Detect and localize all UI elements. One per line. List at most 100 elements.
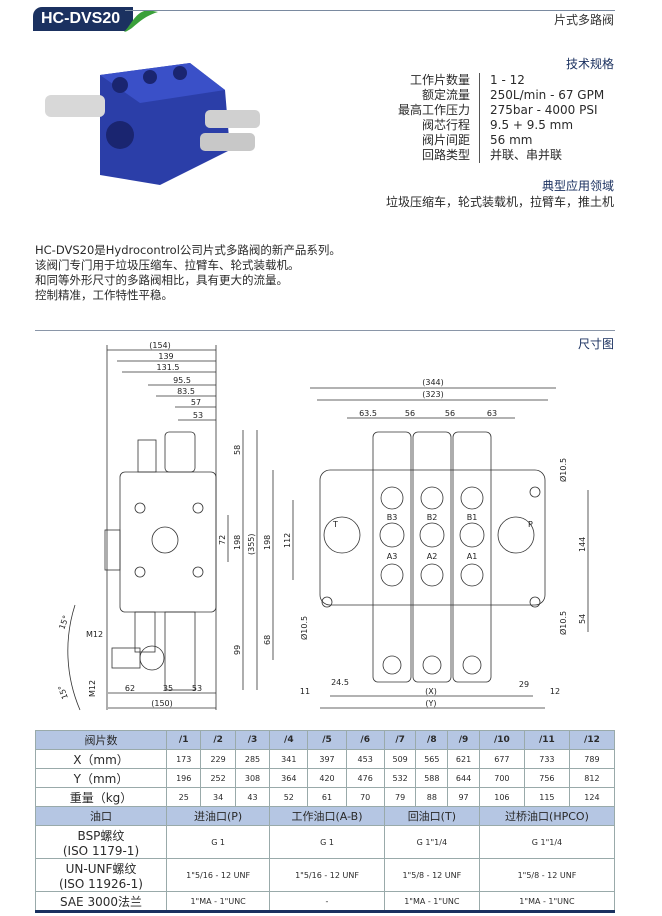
table-cell: 1"5/8 - 12 UNF (383, 858, 480, 892)
spec-value: 1 - 12 (490, 73, 525, 87)
dim-label: 139 (158, 352, 173, 361)
dim-label: 58 (233, 445, 242, 455)
table-cell: 97 (447, 787, 480, 807)
port-label: A1 (467, 552, 478, 561)
dim-label: 72 (218, 535, 227, 545)
logo-text: HC-DVS20 (41, 10, 121, 27)
dim-label: Ø10.5 (558, 611, 568, 635)
port-label: A2 (427, 552, 438, 561)
intro-line: 控制精准，工作特性平稳。 (35, 288, 173, 302)
applications-text: 垃圾压缩车，轮式装载机，拉臂车，推土机 (385, 195, 614, 209)
front-view (272, 387, 589, 709)
table-cell: /6 (345, 730, 385, 750)
table-cell: 回油口(T) (383, 806, 480, 826)
table-cell: 1"5/16 - 12 UNF (269, 858, 385, 892)
spec-label: 回路类型 (380, 148, 480, 163)
port-label: T (332, 520, 338, 529)
dim-label: (X) (425, 687, 437, 696)
spec-value: 56 mm (490, 133, 533, 147)
row-header: Y（mm） (35, 768, 167, 788)
table-cell: 621 (447, 749, 480, 769)
dim-label: 63.5 (359, 409, 377, 418)
table-cell: /1 (165, 730, 202, 750)
port-label: P (528, 520, 533, 529)
dim-label: 15° (57, 684, 70, 700)
dim-label: 57 (191, 398, 201, 407)
table-cell: 565 (415, 749, 449, 769)
dim-label: (154) (149, 341, 171, 350)
row-header-line: BSP螺纹 (77, 828, 125, 843)
dimension-drawings: (154) 139 131.5 95.5 83.5 57 53 58 198 9… (57, 341, 589, 711)
dim-label: (150) (151, 699, 173, 708)
table-cell: 79 (383, 787, 417, 807)
table-cell: G 1"1/4 (383, 825, 480, 859)
table-cell: 34 (200, 787, 236, 807)
table-cell: 285 (234, 749, 271, 769)
table-cell: 644 (447, 768, 480, 788)
intro-paragraph: HC-DVS20是Hydrocontrol公司片式多路阀的新产品系列。 该阀门专… (35, 243, 341, 303)
spec-label: 阀芯行程 (380, 118, 480, 133)
table-cell: 43 (234, 787, 271, 807)
table-cell: 过桥油口(HPCO) (478, 806, 616, 826)
row-header: UN-UNF螺纹(ISO 11926-1) (35, 858, 167, 892)
row-header: X（mm） (35, 749, 167, 769)
spec-label: 额定流量 (380, 88, 480, 103)
table-cell: 308 (234, 768, 271, 788)
table-cell: 106 (478, 787, 525, 807)
table-cell: 88 (415, 787, 449, 807)
dim-label: 29 (519, 680, 529, 689)
table-cell: 532 (383, 768, 417, 788)
product-logo: HC-DVS20 (33, 7, 133, 31)
dim-label: (323) (422, 390, 444, 399)
intro-line: 该阀门专门用于垃圾压缩车、拉臂车、轮式装载机。 (35, 258, 300, 272)
dim-label: 198 (233, 535, 242, 550)
table-cell: 196 (165, 768, 202, 788)
table-cell: 1"5/8 - 12 UNF (478, 858, 616, 892)
spec-value: 并联、串并联 (490, 148, 563, 162)
dim-label: Ø10.5 (299, 616, 309, 640)
dim-label: 56 (445, 409, 455, 418)
table-cell: 476 (345, 768, 385, 788)
dim-label: 15° (57, 614, 70, 630)
table-cell: 509 (383, 749, 417, 769)
product-photo (45, 63, 260, 185)
document-type: 片式多路阀 (553, 13, 614, 27)
table-cell: 1"MA - 1"UNC (383, 891, 480, 912)
table-cell: 61 (307, 787, 347, 807)
side-view (67, 345, 258, 711)
dim-label: 63 (487, 409, 497, 418)
table-cell: 453 (345, 749, 385, 769)
spec-value: 275bar - 4000 PSI (490, 103, 598, 117)
table-cell: 229 (200, 749, 236, 769)
table-cell: 420 (307, 768, 347, 788)
row-header-line: (ISO 11926-1) (59, 876, 143, 891)
intro-line: 和同等外形尺寸的多路阀相比，具有更大的流量。 (35, 273, 288, 287)
row-header-line: UN-UNF螺纹 (65, 861, 137, 876)
spec-label: 最高工作压力 (380, 103, 480, 118)
table-cell: 397 (307, 749, 347, 769)
table-cell: 1"MA - 1"UNC (165, 891, 271, 912)
table-cell: 25 (165, 787, 202, 807)
dim-label: 56 (405, 409, 415, 418)
row-header: 重量（kg） (35, 787, 167, 807)
table-cell: 工作油口(A-B) (269, 806, 385, 826)
dim-label: M12 (88, 680, 97, 697)
table-cell: 52 (269, 787, 309, 807)
table-cell: G 1 (269, 825, 385, 859)
table-cell: /4 (269, 730, 309, 750)
table-cell: 700 (478, 768, 525, 788)
dim-label: (Y) (425, 699, 436, 708)
dim-label: 54 (578, 614, 587, 624)
dim-label: 131.5 (157, 363, 180, 372)
table-cell: 364 (269, 768, 309, 788)
dim-label: 53 (192, 684, 202, 693)
spec-title: 技术规格 (565, 57, 614, 71)
table-cell: 733 (523, 749, 570, 769)
table-cell: /3 (234, 730, 271, 750)
table-cell: 588 (415, 768, 449, 788)
dim-label: 62 (125, 684, 135, 693)
table-cell: /2 (200, 730, 236, 750)
dim-label: 144 (578, 537, 587, 552)
intro-line: HC-DVS20是Hydrocontrol公司片式多路阀的新产品系列。 (35, 243, 341, 257)
